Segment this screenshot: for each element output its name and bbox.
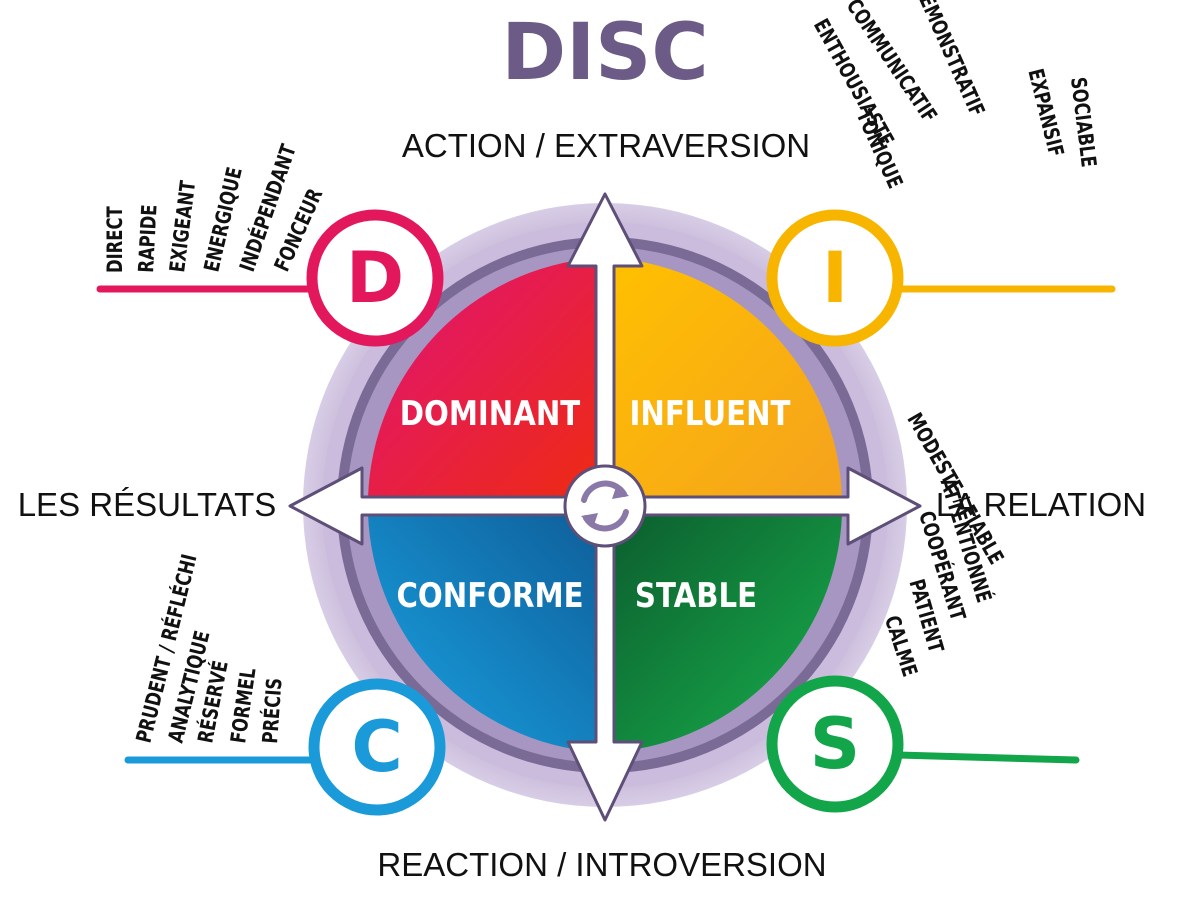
trait-d-2: EXIGEANT xyxy=(166,179,200,273)
trait-s-0: CALME xyxy=(879,613,921,680)
axis-label-top: ACTION / EXTRAVERSION xyxy=(402,127,810,164)
badge-letter-d: D xyxy=(346,237,404,319)
trait-c-4: PRÉCIS xyxy=(257,677,287,744)
quadrant-stable xyxy=(613,514,842,752)
traits-conforme: PRUDENT / RÉFLÉCHIANALYTIQUERÉSERVÉFORME… xyxy=(131,552,288,746)
badge-letter-c: C xyxy=(351,706,402,788)
diagram-title: DISC xyxy=(501,8,708,98)
traits-influent: TONIQUEENTHOUSIASTECOMMUNICATIFDÉMONSTRA… xyxy=(808,0,1099,192)
trait-i-5: SOCIABLE xyxy=(1065,76,1099,169)
trait-d-1: RAPIDE xyxy=(135,204,162,273)
badge-i: I xyxy=(766,209,904,347)
quadrant-dominant xyxy=(368,258,597,498)
refresh-cycle-icon xyxy=(563,464,647,548)
badge-letter-s: S xyxy=(810,703,860,785)
trait-i-4: EXPANSIF xyxy=(1023,67,1067,160)
axis-label-bottom: REACTION / INTROVERSION xyxy=(377,846,826,883)
badge-d: D xyxy=(306,209,444,347)
quadrant-conforme xyxy=(368,514,597,752)
axis-label-left: LES RÉSULTATS xyxy=(18,486,277,523)
quadrant-influent xyxy=(613,258,842,498)
axis-label-right: LA RELATION xyxy=(936,486,1146,523)
quadrant-label-conforme: CONFORME xyxy=(396,577,583,616)
badge-letter-i: I xyxy=(822,237,848,319)
badge-c: C xyxy=(308,678,446,816)
quadrant-label-influent: INFLUENT xyxy=(630,395,791,434)
connector-line-s xyxy=(894,751,1080,764)
quadrant-label-stable: STABLE xyxy=(635,577,757,616)
trait-d-0: DIRECT xyxy=(104,206,127,273)
trait-c-3: FORMEL xyxy=(227,667,261,745)
badge-s: S xyxy=(766,675,904,813)
quadrant-label-dominant: DOMINANT xyxy=(400,395,581,434)
